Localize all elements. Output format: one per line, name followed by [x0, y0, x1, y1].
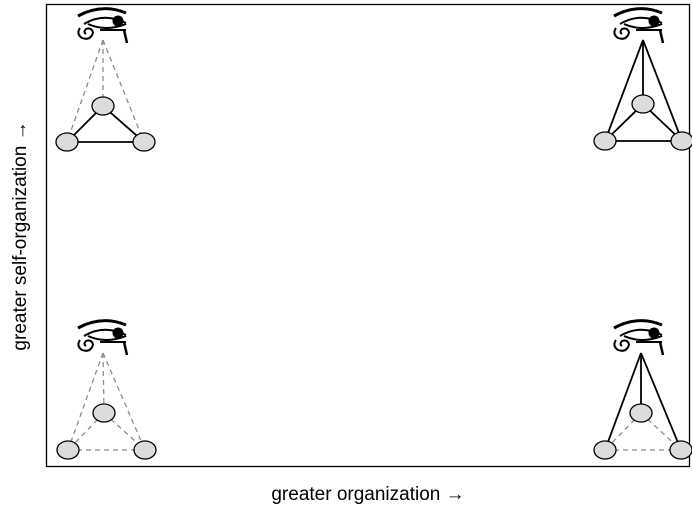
- node-right: [132, 132, 156, 152]
- eye-of-horus-icon: [612, 319, 665, 357]
- quadrant-bottom-right: [593, 319, 692, 460]
- eye-of-horus-icon: [76, 319, 129, 357]
- node-center: [91, 96, 115, 116]
- x-axis-label: greater organization →: [271, 484, 464, 505]
- overseer-link: [604, 352, 642, 451]
- node-left: [56, 440, 80, 460]
- overseer-link: [642, 39, 683, 142]
- quadrant-top-right: [593, 7, 692, 151]
- eye-of-horus-icon: [76, 7, 129, 45]
- node-center: [92, 403, 116, 423]
- overseer-link: [640, 352, 682, 451]
- overseer-link: [604, 39, 644, 142]
- overseer-link: [66, 39, 104, 143]
- y-axis-label: greater self-organization →: [10, 121, 31, 350]
- node-right: [133, 440, 157, 460]
- overseer-link: [102, 352, 146, 451]
- node-center: [631, 94, 655, 114]
- node-right: [670, 131, 692, 151]
- quadrant-top-left: [55, 7, 156, 152]
- eye-of-horus-icon: [612, 7, 665, 45]
- node-left: [593, 440, 617, 460]
- overseer-link: [102, 39, 145, 143]
- node-center: [629, 403, 653, 423]
- node-right: [669, 440, 692, 460]
- node-left: [593, 131, 617, 151]
- quadrant-bottom-left: [56, 319, 157, 460]
- overseer-link: [102, 352, 105, 414]
- overseer-link: [67, 352, 104, 451]
- node-left: [55, 132, 79, 152]
- diagram-frame: [45, 3, 691, 468]
